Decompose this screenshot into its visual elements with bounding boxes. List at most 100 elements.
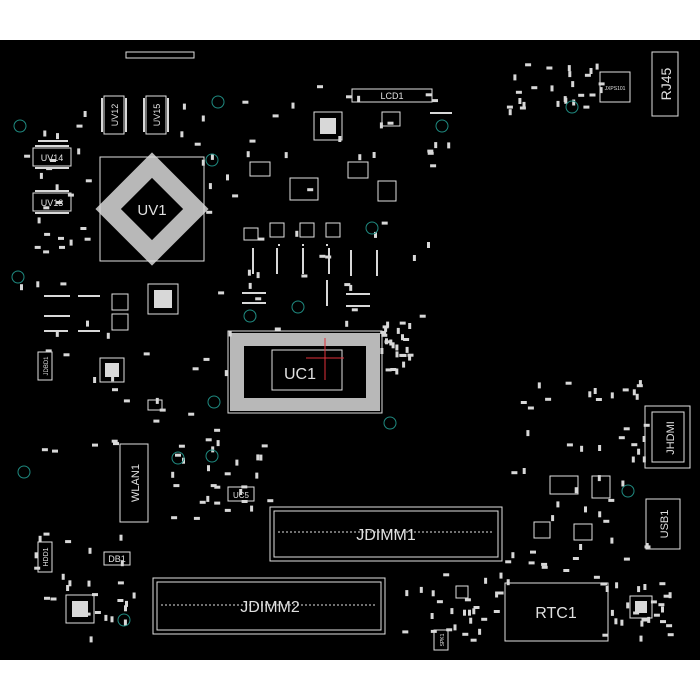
passive-component (381, 221, 388, 225)
via-hole (565, 100, 579, 114)
passive-component (374, 231, 377, 238)
passive-component (511, 471, 518, 475)
label-usb1: USB1 (659, 510, 671, 539)
pad-bar (302, 244, 304, 246)
via-hole (291, 300, 305, 314)
pad-bar (78, 295, 100, 297)
passive-component (481, 617, 488, 621)
slot-jdimm1[interactable]: JDIMM1 (269, 506, 503, 562)
passive-component (519, 106, 526, 110)
passive-component (255, 297, 262, 301)
connector-usb1[interactable]: USB1 (645, 498, 681, 550)
passive-component (618, 436, 625, 440)
passive-component (267, 499, 274, 503)
passive-component (358, 154, 362, 161)
passive-component (255, 472, 259, 479)
passive-component (83, 111, 87, 117)
chip-uv15[interactable]: UV15 (143, 95, 169, 135)
passive-component (599, 87, 603, 94)
passive-component (274, 327, 281, 331)
passive-component (52, 449, 58, 453)
passive-component (387, 121, 394, 125)
passive-component (193, 516, 200, 520)
passive-component (462, 632, 469, 636)
passive-component (399, 353, 406, 357)
passive-component (598, 82, 605, 86)
pad-bar (242, 292, 266, 294)
passive-component (390, 368, 397, 371)
passive-component (380, 348, 384, 354)
connector-jdbd1[interactable]: JDBD1 (37, 351, 53, 381)
pad-bar-vertical (376, 250, 378, 276)
passive-component (434, 142, 438, 149)
passive-component (638, 380, 642, 387)
via-hole (17, 465, 31, 479)
pad-bar (78, 330, 100, 332)
connector-rj45[interactable]: RJ45 (651, 51, 679, 117)
chip-uc5[interactable]: UC5 (227, 486, 255, 502)
passive-component (242, 100, 249, 104)
passive-component (241, 500, 248, 503)
passive-component (497, 591, 504, 595)
passive-component (86, 320, 89, 327)
passive-component (261, 444, 268, 448)
passive-component (515, 90, 522, 94)
passive-component (550, 85, 554, 92)
passive-component (43, 250, 50, 254)
passive-component (389, 339, 393, 346)
passive-component (506, 105, 513, 109)
passive-component (602, 633, 609, 637)
passive-component (226, 174, 229, 181)
connector-db1[interactable]: DB1 (103, 551, 131, 566)
passive-component (87, 580, 91, 587)
passive-component (660, 620, 666, 624)
passive-component (384, 340, 391, 344)
pad-bar-vertical (328, 248, 330, 274)
connector-spk1[interactable]: SPK1 (433, 629, 449, 651)
label-jxps101: JXPS101 (605, 86, 626, 92)
slot-jdimm2[interactable]: JDIMM2 (152, 577, 386, 635)
passive-component (382, 325, 389, 329)
connector-hdd1[interactable]: HDD1 (37, 541, 53, 573)
passive-component (661, 606, 664, 613)
connector-wlan1[interactable]: WLAN1 (119, 443, 149, 523)
chip-jxps101[interactable]: JXPS101 (599, 71, 631, 103)
passive-component (556, 100, 560, 107)
pad-bar (44, 315, 70, 317)
chip-uc1[interactable]: UC1 (227, 330, 383, 414)
passive-component (493, 610, 500, 613)
passive-component (403, 338, 410, 341)
passive-component (338, 136, 342, 142)
label-rtc1: RTC1 (535, 605, 577, 622)
chip-uv13[interactable]: UV13 (32, 190, 72, 214)
chip-uv1[interactable]: UV1 (95, 152, 209, 266)
passive-component (60, 282, 67, 286)
passive-component (20, 284, 23, 291)
passive-components (20, 63, 674, 643)
passive-component (284, 152, 288, 159)
passive-component (248, 282, 252, 289)
passive-component (143, 352, 150, 356)
via-hole (205, 449, 219, 463)
passive-component (395, 368, 399, 375)
passive-component (272, 114, 279, 118)
passive-component (593, 575, 600, 579)
passive-component (228, 330, 232, 337)
passive-component (295, 230, 299, 237)
passive-component (58, 236, 64, 240)
passive-component (623, 427, 630, 431)
passive-component (527, 406, 534, 410)
passive-component (381, 333, 388, 337)
via-hole (383, 416, 397, 430)
passive-component (659, 582, 666, 586)
label-lcd1: LCD1 (380, 91, 403, 101)
passive-component (159, 408, 166, 412)
passive-component (563, 569, 570, 572)
passive-component (92, 593, 98, 597)
battery-rtc1[interactable]: RTC1 (504, 582, 609, 642)
passive-component (530, 550, 536, 554)
label-jhdmi: JHDMI (665, 421, 677, 455)
passive-component (518, 98, 522, 104)
passive-component (93, 377, 97, 383)
chip-uv12[interactable]: UV12 (101, 95, 127, 135)
